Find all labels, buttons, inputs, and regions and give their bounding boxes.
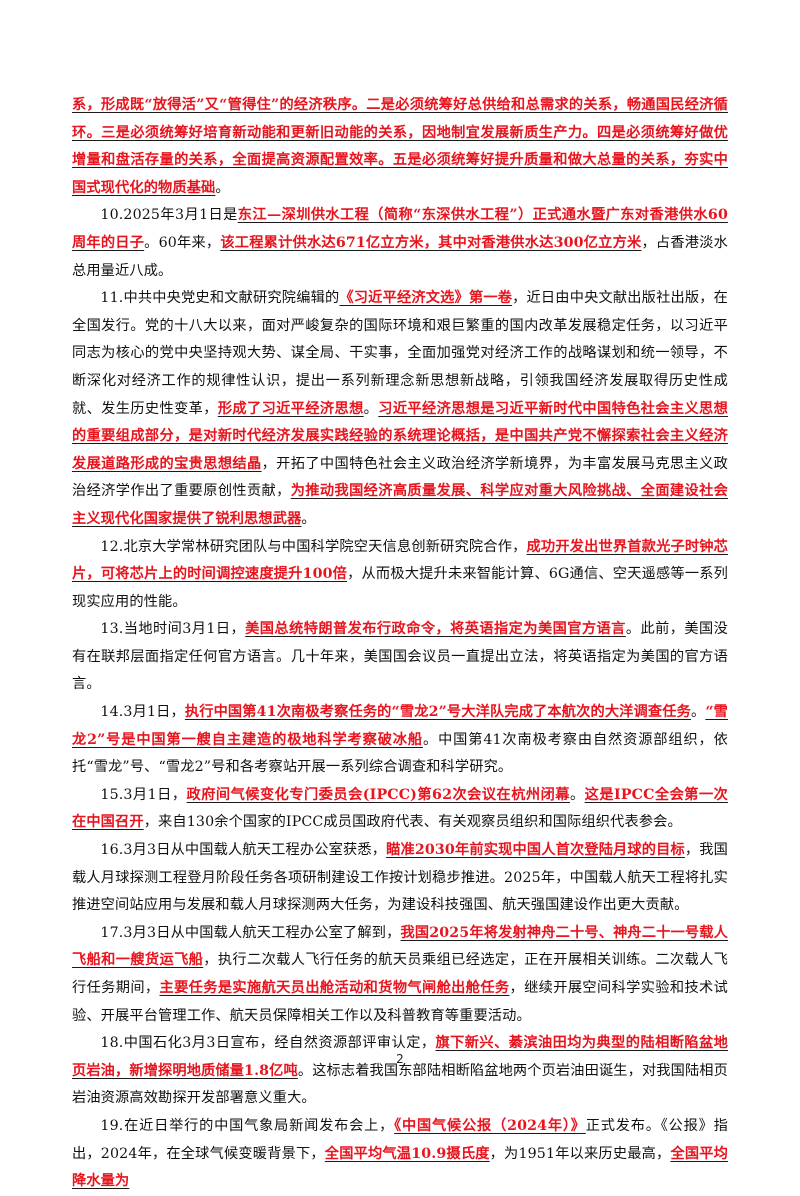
highlighted-text: 东江—深圳供水工程（简称“东深供水工程”）正式通水暨广东对香港供水60周年的日子 <box>72 207 728 251</box>
body-text: ，执行二次载人飞行任务的航天员乘组已经选定，正在开展相关训练。二次载人飞行任务期… <box>72 952 728 996</box>
highlighted-text: 政府间气候变化专门委员会(IPCC)第62次会议在杭州闭幕 <box>186 786 570 803</box>
body-text: 14.3月1日， <box>100 704 185 721</box>
paragraph: 16.3月3日从中国载人航天工程办公室获悉，瞄准2030年前实现中国人首次登陆月… <box>72 837 728 920</box>
highlighted-text: 《习近平经济文选》第一卷 <box>339 290 513 307</box>
highlighted-text: 瞄准2030年前实现中国人首次登陆月球的目标 <box>386 842 685 859</box>
body-text: ，继续开展空间科学实验和技术试验、开展平台管理工作、航天员保障相关工作以及科普教… <box>72 980 728 1024</box>
body-text: 。 <box>301 510 316 527</box>
highlighted-text: 美国总统特朗普发布行政命令，将英语指定为美国官方语言 <box>245 621 626 638</box>
paragraph: 17.3月3日从中国载人航天工程办公室了解到，我国2025年将发射神舟二十号、神… <box>72 920 728 1030</box>
paragraph: 14.3月1日，执行中国第41次南极考察任务的“雪龙2”号大洋队完成了本航次的大… <box>72 699 728 782</box>
body-text: ，近日由中央文献出版社出版，在全国发行。党的十八大以来，面对严峻复杂的国际环境和… <box>72 290 728 417</box>
body-text: 。 <box>215 179 230 196</box>
paragraph: 12.北京大学常林研究团队与中国科学院空天信息创新研究院合作，成功开发出世界首款… <box>72 534 728 617</box>
highlighted-text: 成功开发出世界首款光子时钟芯片，可将芯片上的时间调控速度提升100倍 <box>72 538 729 583</box>
document-body: 系，形成既“放得活”又“管得住”的经济秩序。二是必须统筹好总供给和总需求的关系，… <box>72 92 728 1196</box>
page-number: 2 <box>396 1052 404 1066</box>
body-text: 15.3月1日， <box>100 786 187 803</box>
body-text: 17.3月3日从中国载人航天工程办公室了解到， <box>100 924 401 941</box>
highlighted-text: 全国平均气温10.9摄氏度 <box>324 1145 490 1162</box>
highlighted-text: 旗下新兴、綦滨油田均为典型的陆相断陷盆地页岩油，新增探明地质储量1.8亿吨 <box>72 1035 728 1079</box>
highlighted-text: 形成了习近平经济思想 <box>217 400 364 417</box>
body-text: ，从而极大提升未来智能计算、6G通信、空天遥感等一系列现实应用的性能。 <box>72 566 728 610</box>
highlighted-text: 这是IPCC全会第一次在中国召开 <box>72 786 728 831</box>
paragraph: 11.中共中央党史和文献研究院编辑的《习近平经济文选》第一卷，近日由中央文献出版… <box>72 285 728 533</box>
highlighted-text: 该工程累计供水达671亿立方米，其中对香港供水达300亿立方米 <box>220 234 642 251</box>
highlighted-text: “雪龙2”号是中国第一艘自主建造的极地科学考察破冰船 <box>72 704 728 748</box>
body-text: 。此前，美国没有在联邦层面指定任何官方语言。几十年来，美国国会议员一直提出立法，… <box>72 621 728 693</box>
highlighted-text: 系，形成既“放得活”又“管得住”的经济秩序。二是必须统筹好总供给和总需求的关系，… <box>72 97 728 196</box>
body-text: 13.当地时间3月1日， <box>100 621 246 638</box>
highlighted-text: 《中国气候公报（2024年）》 <box>394 1117 586 1134</box>
body-text: 。中国第41次南极考察由自然资源部组织，依托“雪龙”号、“雪龙2”号和各考察站开… <box>72 731 728 776</box>
highlighted-text: 为推动我国经济高质量发展、科学应对重大风险挑战、全面建设社会主义现代化国家提供了… <box>72 483 728 527</box>
body-text: ，来自130余个国家的IPCC成员国政府代表、有关观察员组织和国际组织代表参会。 <box>143 814 682 831</box>
paragraph: 18.中国石化3月3日宣布，经自然资源部评审认定，旗下新兴、綦滨油田均为典型的陆… <box>72 1030 728 1113</box>
body-text: ，为1951年以来历史最高， <box>489 1145 671 1162</box>
body-text: 10.2025年3月1日是 <box>100 207 238 224</box>
highlighted-text: 习近平经济思想是习近平新时代中国特色社会主义思想的重要组成部分，是对新时代经济发… <box>72 400 728 472</box>
body-text: 。 <box>569 786 585 803</box>
paragraph: 15.3月1日，政府间气候变化专门委员会(IPCC)第62次会议在杭州闭幕。这是… <box>72 782 728 837</box>
body-text: 11.中共中央党史和文献研究院编辑的 <box>100 290 340 307</box>
highlighted-text: 主要任务是实施航天员出舱活动和货物气闸舱出舱任务 <box>159 980 510 996</box>
body-text: ，我国载人月球探测工程登月阶段任务各项研制建设工作按计划稳步推进。2025年，中… <box>72 842 729 914</box>
paragraph: 系，形成既“放得活”又“管得住”的经济秩序。二是必须统筹好总供给和总需求的关系，… <box>72 92 728 202</box>
highlighted-text: 执行中国第41次南极考察任务的“雪龙2”号大洋队完成了本航次的大洋调查任务 <box>184 704 691 721</box>
body-text: 12.北京大学常林研究团队与中国科学院空天信息创新研究院合作， <box>100 538 527 555</box>
body-text: 。60年来， <box>144 234 221 251</box>
body-text: 16.3月3日从中国载人航天工程办公室获悉， <box>100 842 387 859</box>
body-text: 。这标志着我国东部陆相断陷盆地两个页岩油田诞生，对我国陆相页岩油资源高效勘探开发… <box>72 1062 728 1107</box>
highlighted-text: 我国2025年将发射神舟二十号、神舟二十一号载人飞船和一艘货运飞船 <box>72 924 728 969</box>
paragraph: 19.在近日举行的中国气象局新闻发布会上，《中国气候公报（2024年）》正式发布… <box>72 1113 728 1196</box>
body-text: 。 <box>363 400 379 417</box>
body-text: 18.中国石化3月3日宣布，经自然资源部评审认定， <box>100 1035 436 1052</box>
paragraph: 10.2025年3月1日是东江—深圳供水工程（简称“东深供水工程”）正式通水暨广… <box>72 202 728 285</box>
paragraph: 13.当地时间3月1日，美国总统特朗普发布行政命令，将英语指定为美国官方语言。此… <box>72 616 728 699</box>
body-text: ，开拓了中国特色社会主义政治经济学新境界，为丰富发展马克思主义政治经济学作出了重… <box>72 455 729 500</box>
body-text: 19.在近日举行的中国气象局新闻发布会上， <box>100 1117 395 1134</box>
body-text: ，占香港淡水总用量近八成。 <box>72 234 728 279</box>
body-text: 。 <box>690 704 706 721</box>
